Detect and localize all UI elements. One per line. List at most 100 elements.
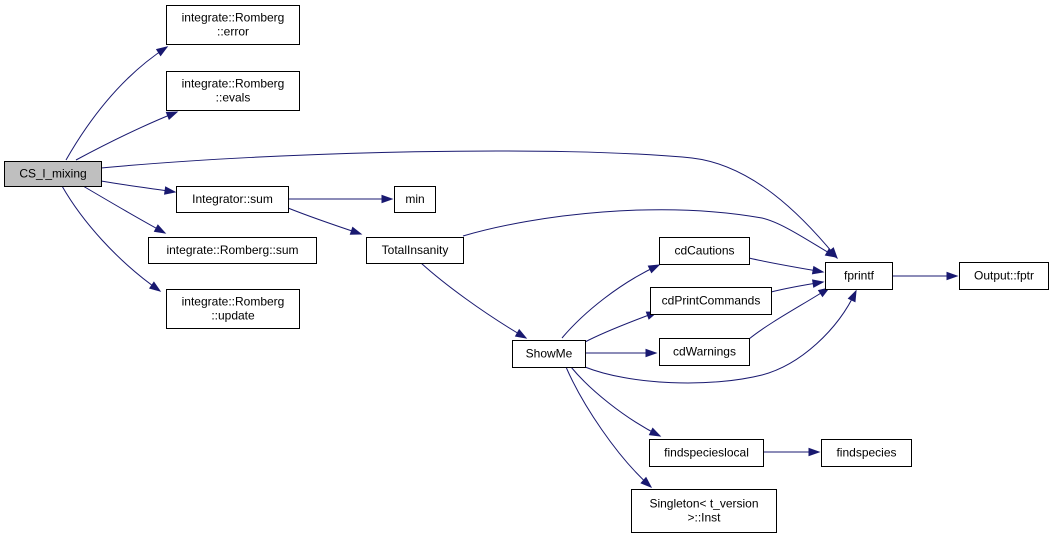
edge-line: [287, 207, 362, 235]
edge-integrator-sum-to-total-insanity: [287, 207, 363, 235]
edge-cd-cautions-to-fprintf: [748, 257, 825, 275]
node-box: [394, 186, 436, 213]
node-label: TotalInsanity: [382, 243, 449, 257]
edge-line: [100, 150, 838, 259]
arrow-head-icon: [811, 265, 825, 275]
edge-cd-print-commands-to-fprintf: [770, 279, 825, 293]
node-romberg-sum[interactable]: integrate::Romberg::sum: [148, 237, 317, 264]
node-romberg-update[interactable]: integrate::Romberg::update: [166, 289, 300, 329]
edge-cs-l-mixing-to-romberg-evals: [75, 111, 179, 161]
nodes-layer: CS_l_mixingintegrate::Romberg::errorinte…: [4, 5, 1049, 533]
edge-total-insanity-to-show-me: [420, 262, 528, 339]
edge-show-me-to-fprintf: [584, 289, 857, 384]
node-box: [366, 237, 464, 264]
edge-show-me-to-findspecieslocal: [570, 366, 662, 437]
arrow-head-icon: [155, 46, 169, 57]
arrow-head-icon: [946, 271, 959, 281]
arrow-head-icon: [648, 427, 662, 437]
edge-line: [420, 262, 527, 339]
node-singleton-inst[interactable]: Singleton< t_version>::Inst: [631, 489, 777, 533]
node-box: [4, 161, 102, 187]
node-romberg-evals[interactable]: integrate::Romberg::evals: [166, 71, 300, 111]
node-label: cdCautions: [674, 244, 734, 258]
arrow-head-icon: [349, 226, 363, 235]
node-label: min: [405, 192, 424, 206]
edge-line: [570, 366, 661, 437]
node-box: [821, 439, 912, 467]
edge-cs-l-mixing-to-romberg-update: [61, 185, 162, 292]
node-show-me[interactable]: ShowMe: [512, 340, 586, 368]
node-box: [166, 289, 300, 329]
edge-show-me-to-cd-print-commands: [584, 311, 659, 343]
node-cd-warnings[interactable]: cdWarnings: [659, 338, 750, 366]
edge-line: [561, 264, 660, 339]
edge-cs-l-mixing-to-integrator-sum: [100, 180, 177, 195]
node-label: integrate::Romberg: [182, 295, 285, 309]
node-box: [649, 439, 764, 467]
edge-show-me-to-cd-warnings: [585, 348, 658, 358]
edge-line: [61, 185, 161, 292]
node-label: integrate::Romberg: [182, 77, 285, 91]
node-label: >::Inst: [687, 511, 721, 525]
node-label: Singleton< t_version: [649, 497, 758, 511]
node-label: Output::fptr: [974, 269, 1034, 283]
edge-show-me-to-cd-cautions: [561, 264, 661, 339]
node-romberg-error[interactable]: integrate::Romberg::error: [166, 5, 300, 45]
node-box: [512, 340, 586, 368]
node-box: [659, 237, 750, 265]
node-cd-print-commands[interactable]: cdPrintCommands: [650, 287, 772, 315]
arrow-head-icon: [808, 447, 821, 457]
arrow-head-icon: [817, 287, 831, 298]
arrow-head-icon: [824, 248, 838, 258]
node-label: ::update: [211, 309, 255, 323]
node-box: [176, 186, 289, 213]
node-output-fptr[interactable]: Output::fptr: [959, 262, 1049, 290]
node-cd-cautions[interactable]: cdCautions: [659, 237, 750, 265]
node-box: [659, 338, 750, 366]
node-total-insanity[interactable]: TotalInsanity: [366, 237, 464, 264]
edges-layer: [61, 46, 959, 488]
edge-show-me-to-singleton-inst: [565, 366, 653, 488]
edge-line: [100, 180, 176, 193]
node-fprintf[interactable]: fprintf: [825, 262, 893, 290]
edge-line: [82, 185, 166, 234]
edge-fprintf-to-output-fptr: [892, 271, 959, 281]
arrow-head-icon: [640, 476, 653, 488]
edge-line: [584, 290, 857, 384]
edge-line: [565, 366, 652, 488]
arrow-head-icon: [647, 264, 661, 274]
node-min[interactable]: min: [394, 186, 436, 213]
node-box: [631, 489, 777, 533]
node-label: integrate::Romberg::sum: [166, 243, 298, 257]
node-label: ::error: [217, 25, 249, 39]
node-label: findspecieslocal: [664, 446, 749, 460]
arrow-head-icon: [153, 224, 167, 234]
edge-cs-l-mixing-to-romberg-error: [65, 46, 169, 161]
edge-total-insanity-to-fprintf: [462, 209, 838, 258]
node-cs-l-mixing[interactable]: CS_l_mixing: [4, 161, 102, 187]
node-label: Integrator::sum: [192, 192, 273, 206]
node-findspecies[interactable]: findspecies: [821, 439, 912, 467]
node-label: integrate::Romberg: [182, 11, 285, 25]
edge-line: [65, 46, 168, 161]
edge-findspecieslocal-to-findspecies: [763, 447, 821, 457]
node-integrator-sum[interactable]: Integrator::sum: [176, 186, 289, 213]
node-findspecieslocal[interactable]: findspecieslocal: [649, 439, 764, 467]
node-box: [166, 5, 300, 45]
arrow-head-icon: [645, 348, 658, 358]
arrow-head-icon: [164, 186, 177, 195]
edge-line: [75, 111, 178, 161]
edge-cd-warnings-to-fprintf: [748, 287, 831, 340]
node-box: [825, 262, 893, 290]
node-label: cdWarnings: [673, 345, 736, 359]
edge-line: [584, 311, 658, 343]
node-box: [166, 71, 300, 111]
arrow-head-icon: [847, 289, 857, 303]
node-label: cdPrintCommands: [662, 294, 761, 308]
edge-line: [748, 257, 824, 273]
node-label: ShowMe: [526, 347, 573, 361]
arrow-head-icon: [514, 328, 528, 339]
edge-integrator-sum-to-min: [288, 194, 394, 204]
arrow-head-icon: [148, 281, 162, 292]
node-box: [650, 287, 772, 315]
